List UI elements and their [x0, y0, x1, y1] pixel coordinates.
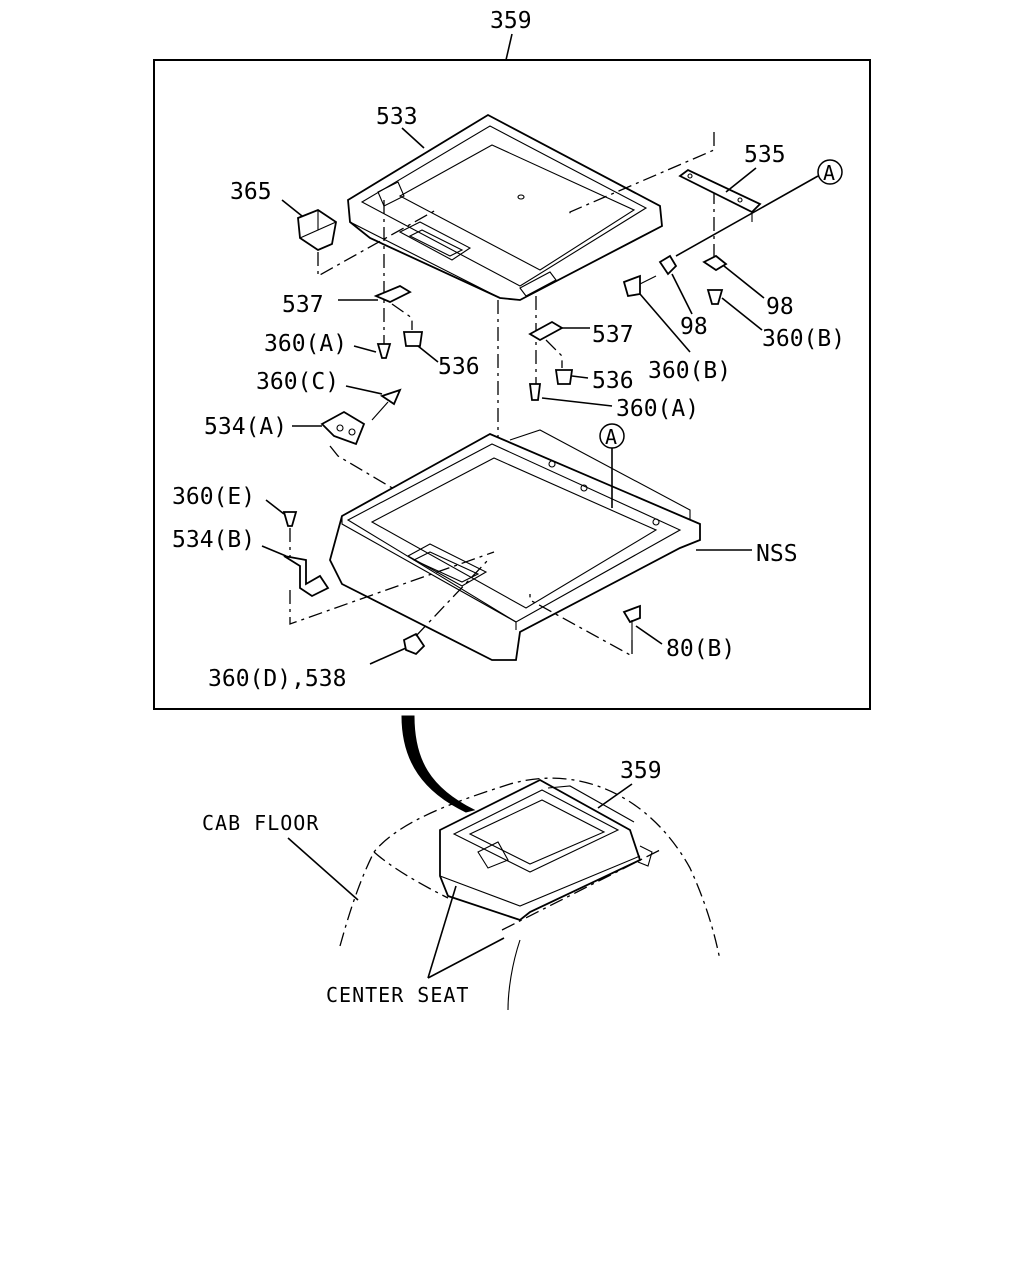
- base-tray: [329, 429, 701, 661]
- leader-536-left: [417, 345, 439, 363]
- arrow-pointer: [401, 715, 476, 813]
- bumper-536-right: [554, 369, 574, 385]
- label-360e: 360(E): [172, 484, 255, 510]
- screw-360e: [282, 511, 298, 527]
- label-center-seat: CENTER SEAT: [326, 983, 469, 1007]
- leader-98-a: [671, 273, 693, 315]
- shaft-360b-left: [639, 275, 657, 285]
- leader-535: [725, 167, 757, 193]
- clip-537-right: [528, 320, 564, 342]
- label-98-a: 98: [680, 314, 708, 340]
- label-535: 535: [744, 142, 786, 168]
- label-80b: 80(B): [666, 636, 735, 662]
- leader-360b-b: [721, 297, 763, 331]
- fastener-360b-left: [622, 274, 641, 298]
- bolt-80b: [622, 604, 641, 624]
- label-circle-a-mid: A: [605, 425, 618, 449]
- leader-360e: [265, 499, 285, 515]
- clip-360d-538: [402, 632, 426, 656]
- washer-98-left: [658, 254, 678, 276]
- leader-360a-right: [541, 397, 613, 407]
- exploded-view-frame: [153, 59, 871, 710]
- centerline-534a: [329, 445, 495, 549]
- label-360b-a: 360(B): [648, 358, 731, 384]
- label-360d-538: 360(D),538: [208, 666, 346, 692]
- centerline-536-right: [545, 339, 563, 368]
- leader-360c: [345, 385, 383, 395]
- label-359-bottom: 359: [620, 758, 662, 784]
- label-534b: 534(B): [172, 527, 255, 553]
- leader-536-right: [571, 375, 589, 379]
- label-360b-b: 360(B): [762, 326, 845, 352]
- label-360a-left: 360(A): [264, 331, 347, 357]
- clip-537-left: [373, 284, 412, 303]
- screw-360c: [379, 388, 402, 406]
- leader-center-seat-a: [427, 885, 457, 979]
- part-365: [297, 208, 337, 252]
- leader-98-b: [723, 265, 765, 299]
- label-365: 365: [230, 179, 272, 205]
- leader-360d-538: [369, 647, 407, 665]
- leader-cab-floor: [287, 837, 359, 901]
- label-537-left: 537: [282, 292, 324, 318]
- bumper-536-left: [402, 331, 424, 347]
- label-534a: 534(A): [204, 414, 287, 440]
- screw-360a-right: [528, 383, 542, 401]
- label-536-right: 536: [592, 368, 634, 394]
- centerline-lid-right: [569, 132, 715, 214]
- washer-98-right: [702, 254, 728, 272]
- label-360a-right: 360(A): [616, 396, 699, 422]
- label-360c: 360(C): [256, 369, 339, 395]
- label-nss: NSS: [756, 541, 798, 567]
- leader-533: [401, 127, 425, 149]
- centerline-360d: [415, 559, 489, 637]
- leader-534b: [261, 545, 287, 557]
- centerline-365: [317, 209, 437, 278]
- label-cab-floor: CAB FLOOR: [202, 811, 319, 835]
- centerline-536-left: [391, 303, 413, 330]
- leader-359-top: [505, 33, 513, 61]
- lid-533: [347, 113, 663, 301]
- screw-360a-left: [376, 343, 392, 359]
- label-537-right: 537: [592, 322, 634, 348]
- bracket-534b: [283, 555, 330, 598]
- centerline-534b: [289, 551, 495, 625]
- leader-365: [281, 199, 303, 217]
- label-533: 533: [376, 104, 418, 130]
- bracket-535: [678, 168, 762, 222]
- label-98-b: 98: [766, 294, 794, 320]
- leader-360b-a: [639, 293, 691, 353]
- leader-360a-left: [353, 345, 377, 353]
- bracket-534a: [320, 410, 366, 446]
- leader-circle-a-top: [675, 175, 819, 257]
- label-536-left: 536: [438, 354, 480, 380]
- label-359-top: 359: [490, 8, 532, 34]
- leader-center-seat-b: [427, 937, 505, 979]
- leader-359-bottom: [597, 783, 633, 809]
- screw-360b-right: [706, 289, 724, 305]
- shaft-360c: [371, 401, 389, 421]
- console-location-view: [439, 778, 653, 922]
- leader-80b: [635, 625, 663, 645]
- circle-a-top: [817, 159, 843, 185]
- centerline-80b: [529, 594, 633, 658]
- label-circle-a-top: A: [823, 161, 836, 185]
